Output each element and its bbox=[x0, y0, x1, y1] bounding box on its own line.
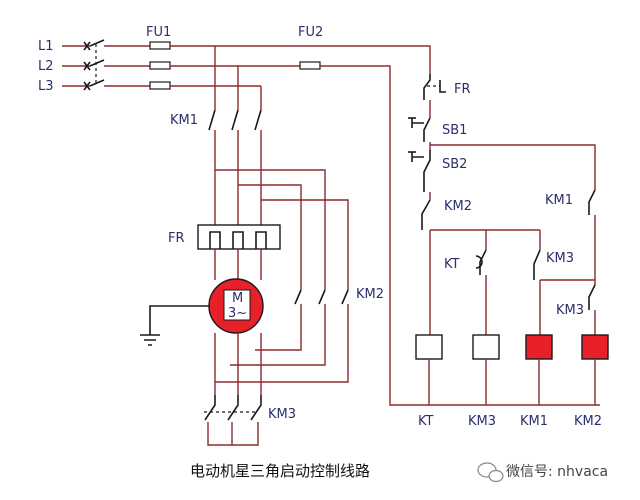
label-fr-main: FR bbox=[168, 231, 185, 246]
label-km2-ctrl: KM2 bbox=[444, 199, 472, 214]
incoming-lines bbox=[62, 39, 150, 91]
watermark-text: 微信号: nhvaca bbox=[506, 464, 608, 480]
km3-star-contacts bbox=[204, 395, 262, 446]
label-l3: L3 bbox=[38, 79, 54, 94]
label-km3-ctrl2: KM3 bbox=[556, 303, 584, 318]
label-motor-bottom: 3~ bbox=[228, 306, 247, 321]
label-l2: L2 bbox=[38, 59, 54, 74]
label-fu1: FU1 bbox=[146, 25, 171, 40]
label-sb2: SB2 bbox=[442, 157, 467, 172]
km1-main-contacts bbox=[208, 109, 262, 225]
control-circuit bbox=[408, 74, 609, 405]
label-fr-ctrl: FR bbox=[454, 82, 471, 97]
fr-thermal-relay bbox=[197, 224, 281, 280]
label-sb1: SB1 bbox=[442, 123, 467, 138]
label-motor-top: M bbox=[232, 291, 243, 306]
label-km2-main: KM2 bbox=[356, 287, 384, 302]
label-coil-kt: KT bbox=[418, 414, 434, 429]
coil-km3 bbox=[472, 334, 500, 360]
ground-symbol bbox=[140, 305, 210, 346]
label-l1: L1 bbox=[38, 39, 54, 54]
coil-km1 bbox=[525, 334, 553, 360]
label-km1-ctrl: KM1 bbox=[545, 193, 573, 208]
diagram-caption: 电动机星三角启动控制线路 bbox=[190, 462, 370, 480]
coil-kt bbox=[415, 334, 443, 360]
label-km3-ctrl: KM3 bbox=[546, 251, 574, 266]
coil-km2 bbox=[581, 334, 609, 360]
label-coil-km2: KM2 bbox=[574, 414, 602, 429]
main-bus bbox=[170, 45, 300, 110]
label-km1-main: KM1 bbox=[170, 113, 198, 128]
label-coil-km3: KM3 bbox=[468, 414, 496, 429]
fu2-fuses bbox=[299, 45, 600, 406]
wechat-icon bbox=[477, 462, 504, 483]
delta-links bbox=[215, 169, 349, 383]
label-fu2: FU2 bbox=[298, 25, 323, 40]
label-km3-main: KM3 bbox=[268, 407, 296, 422]
label-coil-km1: KM1 bbox=[520, 414, 548, 429]
label-kt-ctrl: KT bbox=[444, 257, 460, 272]
fu1-fuses bbox=[149, 41, 171, 90]
